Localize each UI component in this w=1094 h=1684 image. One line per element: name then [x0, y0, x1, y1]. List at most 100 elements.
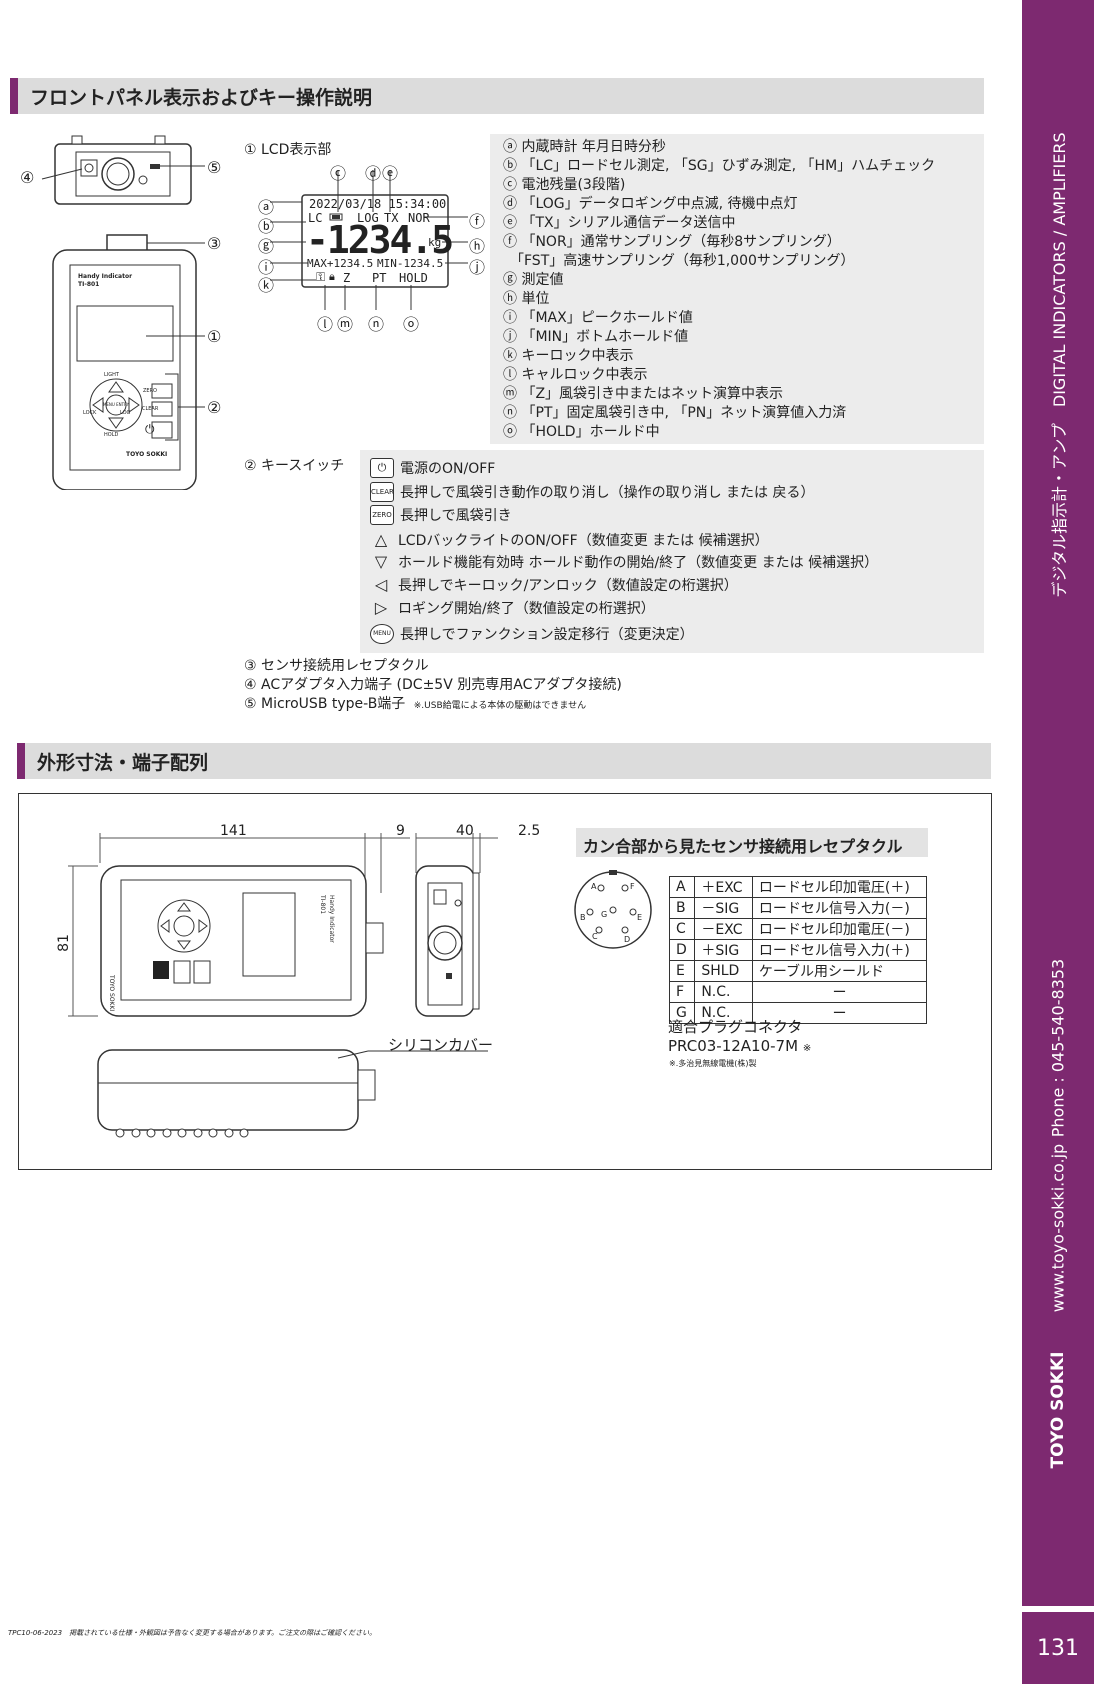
lcd-callout-c: ⓒ: [330, 164, 347, 183]
lcd-desc-7: ⓖ 測定値: [503, 272, 564, 288]
front-brand-vertical: TOYO SOKKI: [108, 975, 115, 1012]
lcd-unit: kg: [428, 236, 442, 249]
lcd-heading: ① LCD表示部: [244, 142, 332, 158]
function-cell: ロードセル信号入力(－): [751, 897, 928, 919]
dim-cover-label: シリコンカバー: [388, 1036, 494, 1054]
key-desc: 電源のON/OFF: [400, 461, 496, 477]
pin-label-d: D: [624, 935, 631, 944]
key-row-light: △ LCDバックライトのON/OFF（数値変更 または 候補選択）: [370, 530, 769, 550]
key-desc: 長押しで風袋引き動作の取り消し（操作の取り消し または 戻る）: [400, 485, 815, 501]
lcd-datetime: 2022/03/18 15:34:00: [309, 197, 447, 211]
lcd-z: Z: [343, 271, 351, 285]
key-row-menu: MENU 長押しでファンクション設定移行（変更決定）: [370, 624, 694, 644]
dim-141: 141: [220, 823, 247, 839]
lcd-callout-o: ⓞ: [403, 315, 420, 334]
dim-40: 40: [456, 823, 474, 839]
signal-cell: ＋SIG: [694, 939, 753, 961]
lcd-desc-13: ⓜ 「Z」風袋引き中またはネット演算中表示: [503, 386, 784, 402]
lcd-desc-10: ⓙ 「MIN」ボトムホールド値: [503, 329, 689, 345]
dim-9: 9: [396, 823, 405, 839]
plug-model: PRC03-12A10-7M: [668, 1037, 799, 1055]
key-row-clear: CLEAR 長押しで風袋引き動作の取り消し（操作の取り消し または 戻る）: [370, 482, 814, 502]
lcd-desc-6: 「FST」高速サンプリング（毎秒1,000サンプリング）: [503, 253, 855, 269]
callout-4: ④: [20, 168, 35, 187]
zero-key-icon: ZERO: [370, 505, 394, 525]
receptacle-pin-diagram: [574, 870, 652, 949]
front-label-vertical: Handy Indicator: [328, 895, 335, 943]
section-header-front-panel: フロントパネル表示およびキー操作説明: [10, 78, 984, 114]
lcd-callout-i: ⓘ: [258, 258, 275, 277]
side-brand: TOYO SOKKI: [1048, 1351, 1068, 1469]
signal-cell: N.C.: [694, 1002, 753, 1024]
page-number: 131: [1022, 1612, 1094, 1684]
lcd-desc-9: ⓘ 「MAX」ピークホールド値: [503, 310, 693, 326]
plug-label: 適合プラグコネクタ: [668, 1018, 803, 1036]
pin-cell: F: [668, 981, 696, 1003]
plug-model-line: PRC03-12A10-7M ※: [668, 1037, 811, 1055]
function-cell: ロードセル印加電圧(－): [751, 918, 928, 940]
device-key-hold: HOLD: [104, 432, 119, 438]
power-key-icon: ⏻: [370, 458, 394, 478]
side-web: www.toyo-sokki.co.jp: [1048, 1143, 1068, 1313]
note-5: ⑤ MicroUSB type-B端子 ※.USB給電による本体の駆動はできませ…: [244, 695, 586, 716]
key-row-zero: ZERO 長押しで風袋引き: [370, 505, 512, 525]
lcd-callout-m: ⓜ: [337, 315, 354, 334]
pin-label-f: F: [630, 882, 635, 891]
receptacle-title-box: [576, 828, 928, 857]
pin-label-a: A: [591, 882, 597, 891]
note-5-small: ※.USB給電による本体の駆動はできません: [413, 701, 587, 711]
lcd-desc-5: ⓕ 「NOR」通常サンプリング（毎秒8サンプリング）: [503, 234, 841, 250]
signal-cell: ＋EXC: [694, 876, 753, 898]
key-desc: ロギング開始/終了（数値設定の桁選択）: [398, 601, 655, 617]
lcd-callout-e: ⓔ: [382, 164, 399, 183]
dim-2-5: 2.5: [518, 823, 541, 839]
keys-description-box: [360, 450, 984, 653]
lcd-desc-15: ⓞ 「HOLD」ホールド中: [503, 424, 660, 440]
key-desc: 長押しでキーロック/アンロック（数値設定の桁選択）: [398, 578, 738, 594]
lcd-desc-14: ⓝ 「PT」固定風袋引き中, 「PN」ネット演算値入力済: [503, 405, 847, 421]
section-title: フロントパネル表示およびキー操作説明: [30, 86, 373, 109]
lcd-desc-1: ⓑ 「LC」ロードセル測定, 「SG」ひずみ測定, 「HM」ハムチェック: [503, 158, 936, 174]
lcd-frame: [270, 170, 468, 310]
note-4: ④ ACアダプタ入力端子 (DC±5V 別売専用ACアダプタ接続): [244, 677, 622, 693]
function-cell: ロードセル印加電圧(＋): [751, 876, 928, 898]
callout-5: ⑤: [207, 158, 222, 177]
key-row-power: ⏻ 電源のON/OFF: [370, 458, 495, 478]
device-illustration: [52, 135, 197, 490]
device-label-name: Handy Indicator: [78, 273, 133, 280]
lcd-desc-0: ⓐ 内蔵時計 年月日時分秒: [503, 139, 666, 155]
device-key-clear: CLEAR: [142, 406, 159, 412]
key-desc: LCDバックライトのON/OFF（数値変更 または 候補選択）: [398, 533, 769, 549]
front-model-vertical: TI-801: [319, 895, 326, 915]
lcd-min: MIN-1234.5: [377, 257, 444, 270]
lcd-callout-j: ⓙ: [469, 258, 486, 277]
footer-note: TPC10-06-2023 掲載されている仕様・外観図は予告なく変更する場合があ…: [8, 1629, 377, 1637]
key-lock-icon: ⚿: [316, 270, 326, 284]
lcd-desc-3: ⓓ 「LOG」データロギング中点滅, 待機中点灯: [503, 196, 798, 212]
lcd-pt: PT: [372, 271, 387, 285]
right-arrow-icon: ▷: [374, 598, 388, 617]
callout-3: ③: [207, 234, 222, 253]
lcd-callout-h: ⓗ: [469, 237, 486, 256]
section-title: 外形寸法・端子配列: [37, 751, 209, 774]
key-desc: ホールド機能有効時 ホールド動作の開始/終了（数値変更 または 候補選択）: [398, 555, 879, 571]
pin-cell: C: [668, 918, 696, 940]
lcd-callout-a: ⓐ: [258, 198, 275, 217]
lcd-description-box: [490, 134, 984, 444]
lcd-callout-k: ⓚ: [258, 276, 275, 295]
clear-key-icon: CLEAR: [370, 482, 394, 502]
side-phone: Phone : 045-540-8353: [1048, 958, 1068, 1138]
keys-heading: ② キースイッチ: [244, 458, 345, 474]
pin-cell: B: [668, 897, 696, 919]
cal-lock-icon: 🔒︎: [329, 270, 335, 283]
lcd-callout-n: ⓝ: [368, 315, 385, 334]
device-key-lock: LOCK: [83, 410, 97, 416]
pin-cell: A: [668, 876, 696, 898]
lcd-nor: NOR: [408, 211, 430, 225]
pin-label-e: E: [637, 913, 643, 922]
signal-cell: －SIG: [694, 897, 753, 919]
lcd-callout-l: ⓛ: [317, 315, 334, 334]
